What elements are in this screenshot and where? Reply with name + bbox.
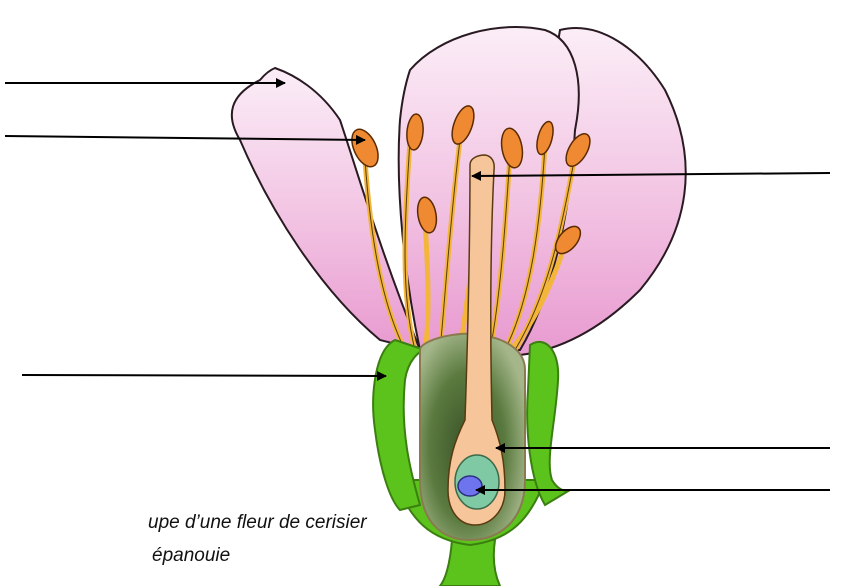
- petal-left: [232, 68, 420, 350]
- flower-stem: [440, 540, 500, 586]
- egg-nucleus: [458, 476, 482, 496]
- arrow-sepal: [22, 375, 386, 376]
- figure-caption: upe d’une fleur de cerisier épanouie: [148, 506, 428, 572]
- caption-line-2: épanouie: [148, 539, 428, 572]
- filament: [425, 220, 428, 350]
- caption-line-1: upe d’une fleur de cerisier: [148, 506, 428, 539]
